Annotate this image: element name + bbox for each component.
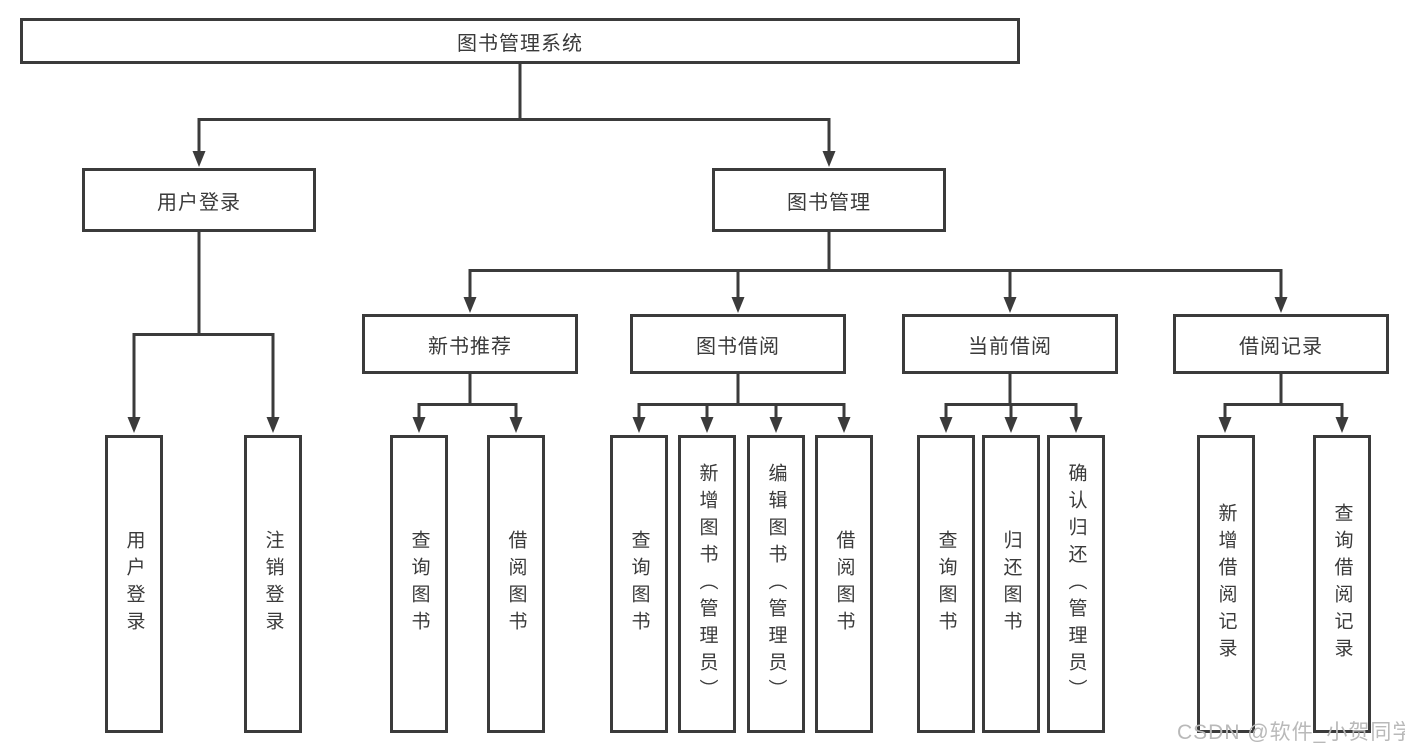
arrowhead [939,417,953,433]
connector-newbooks-to-leaves [417,372,518,421]
connector-root-to-level1 [197,64,831,153]
leaf-return-books: 归还图书 [982,435,1040,733]
leaf-return-books-label: 归还图书 [1000,530,1022,638]
leaf-edit-books-admin-label: 编辑图书（管理员） [765,462,787,706]
leaf-borrow-books-1-label: 借阅图书 [505,530,527,638]
arrowhead [1004,417,1018,433]
arrowhead [632,417,646,433]
arrowhead [822,151,836,167]
node-borrow-records-label: 借阅记录 [1239,335,1323,358]
leaf-query-books-2-label: 查询图书 [628,530,650,638]
leaf-logout: 注销登录 [244,435,302,733]
leaf-query-books-1: 查询图书 [390,435,448,733]
leaf-add-books-admin-label: 新增图书（管理员） [696,462,718,706]
node-root-label: 图书管理系统 [457,32,583,55]
node-book-management: 图书管理 [712,168,946,232]
leaf-query-books-3-label: 查询图书 [935,530,957,638]
leaf-query-books-2: 查询图书 [610,435,668,733]
arrowhead [1335,417,1349,433]
node-current-borrow: 当前借阅 [902,314,1118,374]
arrowhead [412,417,426,433]
arrowhead [731,297,745,313]
leaf-confirm-return-admin: 确认归还（管理员） [1047,435,1105,733]
node-user-login: 用户登录 [82,168,316,232]
arrowhead [837,417,851,433]
leaf-user-login-label: 用户登录 [123,530,145,638]
leaf-borrow-books-2: 借阅图书 [815,435,873,733]
node-new-book-recommend-label: 新书推荐 [428,335,512,358]
arrowhead [1274,297,1288,313]
node-borrow-records: 借阅记录 [1173,314,1389,374]
node-user-login-label: 用户登录 [157,191,241,214]
arrowhead [192,151,206,167]
node-book-management-label: 图书管理 [787,191,871,214]
node-new-book-recommend: 新书推荐 [362,314,578,374]
arrowhead [463,297,477,313]
arrowhead [509,417,523,433]
node-book-borrow-label: 图书借阅 [696,335,780,358]
arrowhead [1003,297,1017,313]
leaf-borrow-books-2-label: 借阅图书 [833,530,855,638]
leaf-query-borrow-record: 查询借阅记录 [1313,435,1371,733]
node-current-borrow-label: 当前借阅 [968,335,1052,358]
node-book-borrow: 图书借阅 [630,314,846,374]
arrowhead [700,417,714,433]
arrowheads [127,151,1349,433]
leaf-user-login: 用户登录 [105,435,163,733]
leaf-query-books-3: 查询图书 [917,435,975,733]
leaf-borrow-books-1: 借阅图书 [487,435,545,733]
leaf-edit-books-admin: 编辑图书（管理员） [747,435,805,733]
connector-records-to-leaves [1223,372,1344,421]
leaf-confirm-return-admin-label: 确认归还（管理员） [1065,462,1087,706]
arrowhead [1069,417,1083,433]
leaf-add-borrow-record: 新增借阅记录 [1197,435,1255,733]
leaf-logout-label: 注销登录 [262,530,284,638]
connector-bookborrow-to-leaves [637,372,846,421]
arrowhead [127,417,141,433]
leaf-add-borrow-record-label: 新增借阅记录 [1215,503,1237,665]
connector-currentborrow-to-leaves [944,372,1078,421]
node-root: 图书管理系统 [20,18,1020,64]
arrowhead [266,417,280,433]
leaf-query-books-1-label: 查询图书 [408,530,430,638]
arrowhead [769,417,783,433]
csdn-watermark: CSDN @软件_小贺同学 [1177,721,1405,744]
connector-userlogin-to-leaves [132,230,275,419]
arrowhead [1218,417,1232,433]
connector-bookmgmt-to-level2 [468,230,1283,299]
leaf-add-books-admin: 新增图书（管理员） [678,435,736,733]
leaf-query-borrow-record-label: 查询借阅记录 [1331,503,1353,665]
